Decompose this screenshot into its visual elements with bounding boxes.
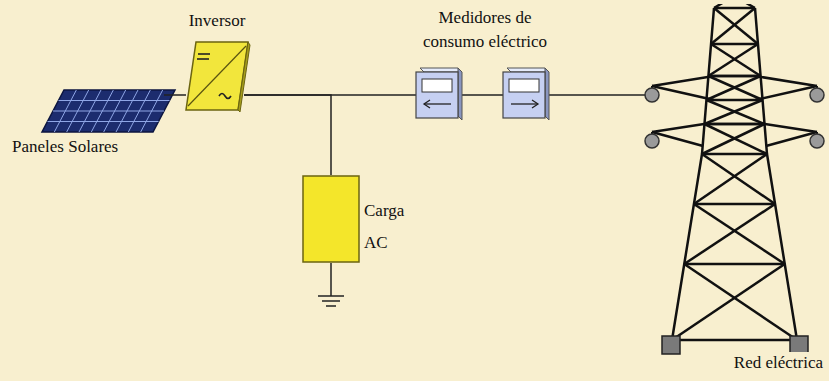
meter-label: Medidores de consumo eléctrico — [412, 6, 558, 54]
wire — [178, 94, 186, 96]
node-label: Red eléctrica — [732, 352, 825, 374]
grid-tower: Red eléctrica — [640, 4, 829, 381]
transmission-tower — [640, 4, 829, 381]
inverter-box — [182, 40, 252, 112]
solar-panel-graphic — [12, 86, 178, 141]
inverter: Inversor — [182, 4, 252, 112]
node-label: Carga AC — [364, 195, 412, 259]
solar-panel: Paneles Solares — [12, 86, 178, 166]
ac-load: Carga AC — [302, 175, 414, 265]
meter-out — [503, 68, 549, 120]
meter-in — [416, 68, 462, 120]
node-label: Inversor — [182, 10, 252, 32]
wire — [244, 95, 331, 175]
ground-symbol — [318, 263, 344, 306]
node-label: Paneles Solares — [12, 136, 118, 158]
load-box — [302, 175, 362, 265]
